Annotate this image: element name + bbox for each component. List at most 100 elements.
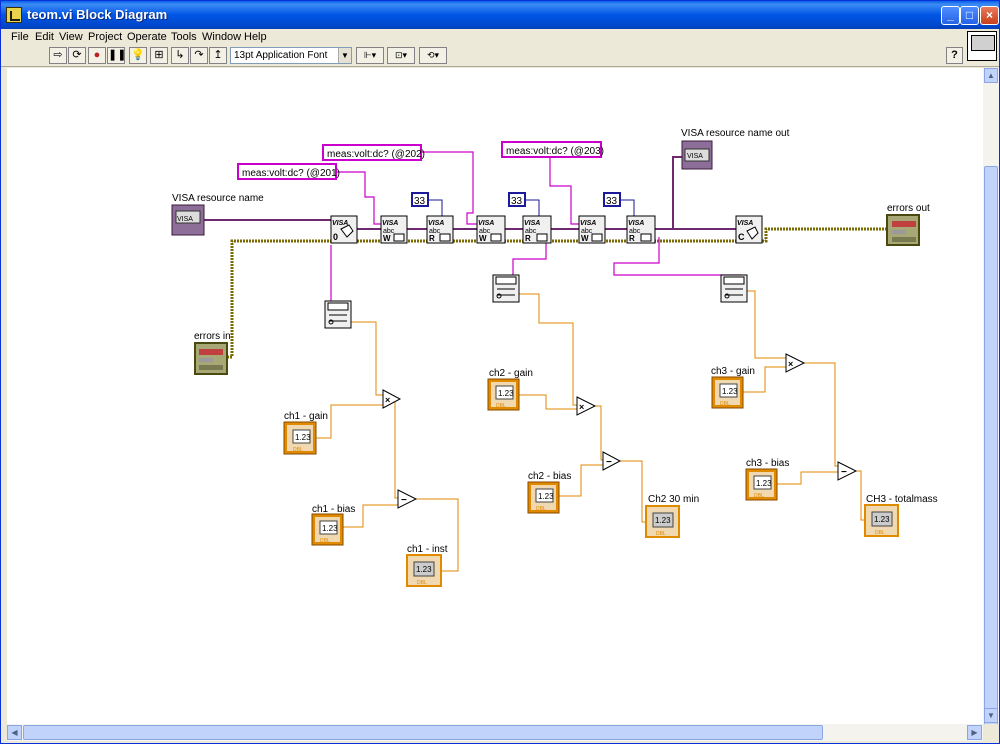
ch1-inst-group: ch1 - inst 1.23 DBL xyxy=(406,544,448,587)
svg-text:W: W xyxy=(383,234,391,243)
run-arrow-icon[interactable]: ⇨ xyxy=(49,47,67,64)
window-title: teom.vi Block Diagram xyxy=(27,7,168,22)
svg-text:VISA: VISA xyxy=(478,220,494,227)
step-out-icon[interactable]: ↥ xyxy=(209,47,227,64)
horizontal-scroll-thumb[interactable] xyxy=(23,725,823,740)
highlight-execution-icon[interactable]: 💡 xyxy=(129,47,147,64)
subtract-node-ch3[interactable]: − xyxy=(837,461,858,481)
menu-operate[interactable]: Operate xyxy=(127,31,167,43)
svg-text:VISA: VISA xyxy=(382,220,398,227)
svg-text:VISA: VISA xyxy=(687,153,703,160)
visa-write-node-3[interactable]: VISA abc W xyxy=(578,215,606,244)
run-continuously-icon[interactable]: ⟳ xyxy=(68,47,86,64)
reorder-icon[interactable]: ⟲▾ xyxy=(419,47,447,64)
menu-file[interactable]: File xyxy=(11,31,29,43)
ch3-bias-control[interactable]: 1.23 DBL xyxy=(745,468,778,501)
menu-tools[interactable]: Tools xyxy=(171,31,197,43)
scroll-up-icon[interactable]: ▲ xyxy=(984,68,998,83)
visa-open-node[interactable]: VISA 0 xyxy=(330,215,358,244)
errors-in-label: errors in xyxy=(194,331,231,342)
menu-window[interactable]: Window xyxy=(202,31,242,43)
visa-resource-name-label: VISA resource name xyxy=(172,193,264,204)
byte-count-constant-1[interactable]: 33 xyxy=(411,192,429,207)
chevron-down-icon: ▼ xyxy=(338,48,351,63)
subtract-node-ch2[interactable]: − xyxy=(602,451,622,471)
ch3-totalmass-indicator[interactable]: 1.23 DBL xyxy=(864,504,899,537)
close-button[interactable]: × xyxy=(980,6,999,25)
ch2-30min-label: Ch2 30 min xyxy=(648,494,699,505)
visa-resource-name-control[interactable]: VISA xyxy=(171,204,205,236)
svg-text:1.23: 1.23 xyxy=(538,492,554,501)
minimize-button[interactable]: _ xyxy=(941,6,960,25)
svg-text:meas:volt:dc? (@201): meas:volt:dc? (@201) xyxy=(242,168,340,179)
scan-from-string-node-3[interactable] xyxy=(720,274,748,303)
svg-text:DBL: DBL xyxy=(293,447,303,453)
menu-help[interactable]: Help xyxy=(244,31,267,43)
visa-read-node-2[interactable]: VISA abc R xyxy=(522,215,552,244)
context-help-button[interactable]: ? xyxy=(946,47,963,64)
errors-in-control[interactable] xyxy=(194,342,228,375)
pause-icon[interactable]: ❚❚ xyxy=(107,47,126,64)
scan-from-string-node-1[interactable] xyxy=(324,300,352,329)
scan-from-string-node-2[interactable] xyxy=(492,274,520,303)
ch2-bias-group: ch2 - bias 1.23 DBL xyxy=(527,471,571,514)
retain-wire-values-icon[interactable]: ⊞ xyxy=(150,47,168,64)
svg-text:33: 33 xyxy=(511,196,523,207)
visa-close-node[interactable]: VISA C xyxy=(735,215,763,244)
visa-resource-name-out-indicator[interactable]: VISA xyxy=(681,140,713,170)
svg-text:VISA: VISA xyxy=(524,220,540,227)
svg-text:33: 33 xyxy=(414,196,426,207)
ch3-gain-control[interactable]: 1.23 DBL xyxy=(711,376,744,409)
multiply-node-ch2[interactable]: × xyxy=(576,396,597,416)
align-objects-icon[interactable]: ⊩▾ xyxy=(356,47,384,64)
string-constant-202[interactable]: meas:volt:dc? (@202) xyxy=(322,144,425,161)
menu-view[interactable]: View xyxy=(59,31,83,43)
scroll-right-icon[interactable]: ▶ xyxy=(967,725,982,740)
svg-text:VISA: VISA xyxy=(628,220,644,227)
menu-edit[interactable]: Edit xyxy=(35,31,54,43)
subtract-node-ch1[interactable]: − xyxy=(397,489,418,509)
byte-count-constant-3[interactable]: 33 xyxy=(603,192,621,207)
svg-text:meas:volt:dc? (@203): meas:volt:dc? (@203) xyxy=(506,146,604,157)
vi-icon[interactable] xyxy=(967,31,997,61)
maximize-button[interactable]: □ xyxy=(960,6,979,25)
string-constant-203[interactable]: meas:volt:dc? (@203) xyxy=(501,141,604,158)
multiply-node-ch1[interactable]: × xyxy=(382,389,402,409)
svg-text:DBL: DBL xyxy=(720,401,730,407)
scroll-left-icon[interactable]: ◀ xyxy=(7,725,22,740)
multiply-node-ch3[interactable]: × xyxy=(785,353,806,373)
visa-write-node-1[interactable]: VISA abc W xyxy=(380,215,408,244)
string-constant-201[interactable]: meas:volt:dc? (@201) xyxy=(237,163,340,180)
title-bar[interactable]: teom.vi Block Diagram _ □ × xyxy=(1,1,999,29)
byte-count-constant-2[interactable]: 33 xyxy=(508,192,526,207)
svg-text:−: − xyxy=(841,467,847,478)
ch2-30min-indicator[interactable]: 1.23 DBL xyxy=(645,505,680,538)
ch1-inst-indicator[interactable]: 1.23 DBL xyxy=(406,554,442,587)
ch2-bias-control[interactable]: 1.23 DBL xyxy=(527,481,560,514)
ch2-gain-control[interactable]: 1.23 DBL xyxy=(487,378,520,411)
ch1-gain-control[interactable]: 1.23 DBL xyxy=(283,421,317,455)
abort-icon[interactable]: ● xyxy=(88,47,106,64)
step-into-icon[interactable]: ↳ xyxy=(171,47,189,64)
distribute-objects-icon[interactable]: ⊡▾ xyxy=(387,47,415,64)
block-diagram-canvas[interactable]: meas:volt:dc? (@201) meas:volt:dc? (@202… xyxy=(7,68,983,724)
scroll-down-icon[interactable]: ▼ xyxy=(984,708,998,723)
visa-read-node-3[interactable]: VISA abc R xyxy=(626,215,656,244)
ch1-inst-label: ch1 - inst xyxy=(407,544,448,555)
step-over-icon[interactable]: ↷ xyxy=(190,47,208,64)
ch2-30min-group: Ch2 30 min 1.23 DBL xyxy=(645,494,699,538)
svg-text:1.23: 1.23 xyxy=(722,387,738,396)
ch1-bias-control[interactable]: 1.23 DBL xyxy=(311,513,344,546)
horizontal-scrollbar[interactable]: ◀ ▶ xyxy=(7,724,983,741)
visa-write-node-2[interactable]: VISA abc W xyxy=(476,215,506,244)
error-cluster-wire xyxy=(227,227,887,359)
vertical-scrollbar[interactable]: ▲ ▼ xyxy=(983,68,999,726)
font-select[interactable]: 13pt Application Font ▼ xyxy=(230,47,352,64)
errors-out-indicator[interactable] xyxy=(886,214,920,246)
menu-project[interactable]: Project xyxy=(88,31,123,43)
visa-read-node-1[interactable]: VISA abc R xyxy=(426,215,454,244)
svg-text:abc: abc xyxy=(429,228,441,235)
vertical-scroll-thumb[interactable] xyxy=(984,166,998,726)
svg-text:1.23: 1.23 xyxy=(756,479,772,488)
